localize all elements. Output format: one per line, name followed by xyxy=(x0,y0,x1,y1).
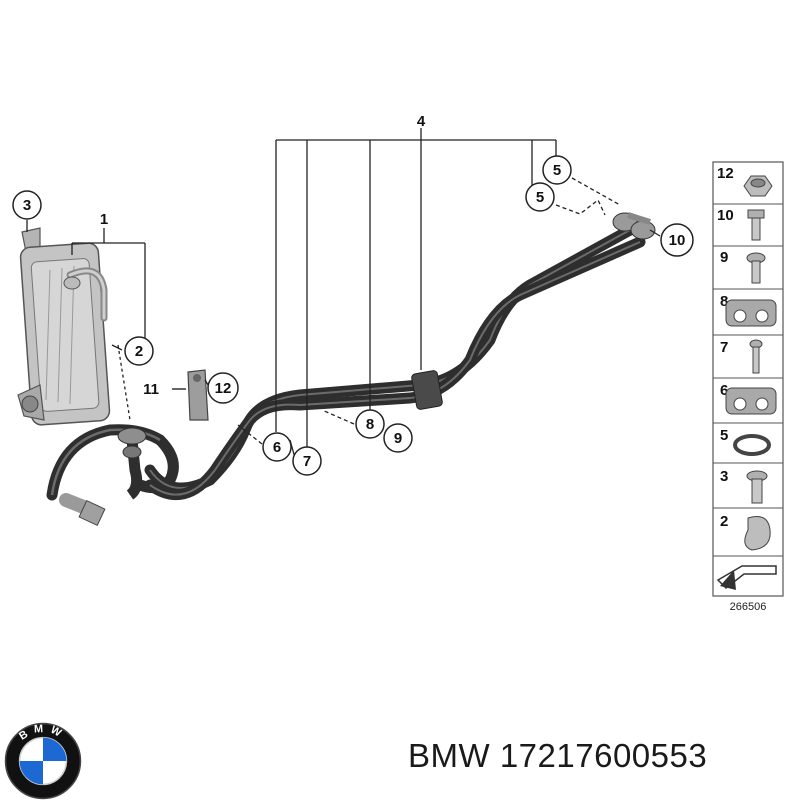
pin-bolt-icon xyxy=(749,339,763,374)
legend-item-12: 12 xyxy=(717,165,734,182)
callout-8: 8 xyxy=(366,416,374,433)
screw-icon xyxy=(746,470,768,504)
legend-item-5: 5 xyxy=(720,427,728,444)
callout-10: 10 xyxy=(669,232,686,249)
part-number: 17217600553 xyxy=(499,737,708,774)
legend-item-10: 10 xyxy=(717,207,734,224)
callout-9: 9 xyxy=(394,430,402,447)
bolt-icon xyxy=(747,209,765,241)
leader-lines xyxy=(26,128,661,459)
diagram-number: 266506 xyxy=(730,601,767,613)
view-arrow-icon xyxy=(716,565,777,590)
legend-item-8: 8 xyxy=(720,293,728,310)
oil-cooler-lines xyxy=(46,212,656,527)
callout-7: 7 xyxy=(303,453,311,470)
legend-item-3: 3 xyxy=(720,468,728,485)
legend-item-2: 2 xyxy=(720,513,728,530)
callouts: 1 4 3 2 5 5 10 11 12 6 7 8 9 xyxy=(12,113,694,476)
o-ring-icon xyxy=(733,434,771,456)
callout-5-lower: 5 xyxy=(536,189,544,206)
callout-6: 6 xyxy=(273,439,281,456)
callout-2: 2 xyxy=(135,343,143,360)
callout-1: 1 xyxy=(100,211,108,228)
legend-item-6: 6 xyxy=(720,382,728,399)
callout-12: 12 xyxy=(215,380,232,397)
callout-5-upper: 5 xyxy=(553,162,561,179)
bracket xyxy=(172,369,209,421)
callout-4: 4 xyxy=(417,113,426,130)
bmw-roundel-icon: BMW xyxy=(4,722,82,800)
brand-name: BMW xyxy=(408,737,491,774)
screw-icon xyxy=(746,252,766,284)
legend-item-7: 7 xyxy=(720,339,728,356)
pipe-clamp-icon xyxy=(725,299,777,327)
legend-item-9: 9 xyxy=(720,249,728,266)
part-caption: BMW 17217600553 xyxy=(408,737,707,775)
clip-icon xyxy=(744,516,771,551)
oil-cooler xyxy=(17,227,111,426)
callout-3: 3 xyxy=(23,197,31,214)
parts-legend: 12 10 9 8 7 6 5 3 2 xyxy=(712,161,784,613)
pipe-clamp-icon xyxy=(725,387,777,415)
hex-nut-icon xyxy=(743,175,773,197)
callout-11: 11 xyxy=(143,381,159,398)
